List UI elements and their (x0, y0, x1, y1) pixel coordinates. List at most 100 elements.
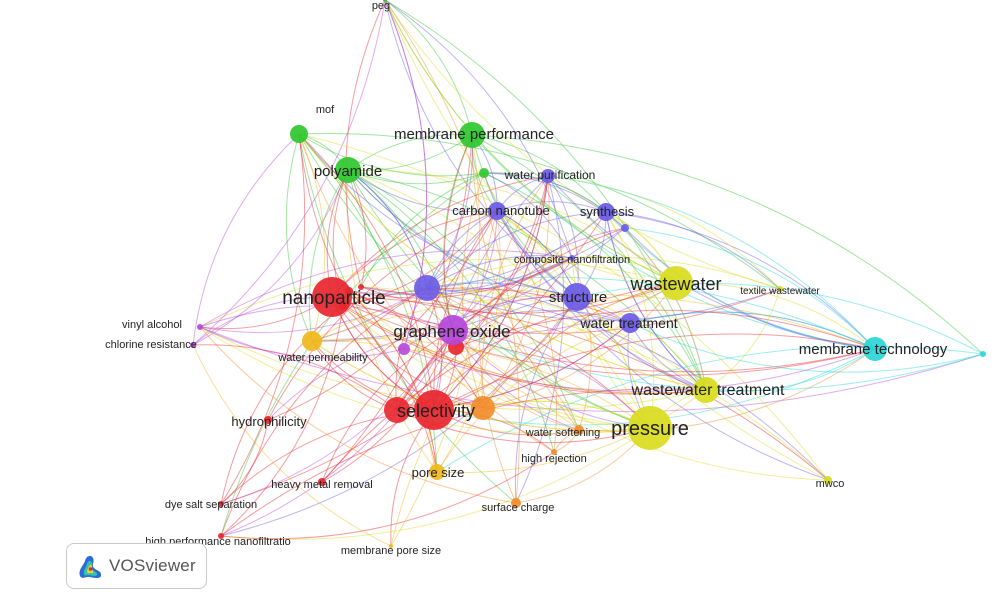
node-membrane-pore-size[interactable] (389, 544, 393, 548)
node-water-purification[interactable] (541, 169, 555, 183)
node-graphene-oxide[interactable] (438, 315, 468, 345)
label-membrane-performance: membrane performance (394, 126, 554, 143)
link-line (347, 169, 498, 213)
node-dye-salt-separation[interactable] (218, 501, 224, 507)
node-circles[interactable] (190, 0, 986, 548)
link-line (436, 210, 501, 473)
link-line (220, 451, 555, 540)
link-line (496, 210, 677, 284)
link-line (629, 311, 876, 350)
node-chlorine-resistance[interactable] (190, 342, 196, 348)
node-selectivity[interactable] (414, 390, 454, 430)
link-line (347, 169, 707, 391)
node-mwco[interactable] (824, 476, 832, 484)
link-line (347, 169, 454, 331)
node-carbon-nanotube[interactable] (488, 202, 506, 220)
node-mof[interactable] (290, 125, 308, 143)
link-line (311, 340, 651, 431)
node-water-softening[interactable] (574, 425, 584, 435)
link-lines (192, 0, 984, 547)
link-line (321, 282, 677, 483)
node-pressure[interactable] (628, 406, 672, 450)
link-line (347, 169, 651, 429)
link-line (436, 345, 984, 473)
node-heavy-metal-removal[interactable] (318, 478, 326, 486)
link-line (331, 296, 484, 409)
node-wastewater[interactable] (659, 266, 693, 300)
node-water-permeability[interactable] (302, 331, 322, 351)
link-line (342, 210, 498, 307)
link-line (199, 326, 405, 359)
link-line (220, 305, 344, 537)
link-line (384, 0, 428, 350)
node-wastewater-treatment[interactable] (693, 377, 719, 403)
node-circle[interactable] (384, 397, 410, 423)
node-textile-wastewater[interactable] (777, 286, 783, 292)
label-synthesis: synthesis (580, 204, 635, 219)
link-line (347, 169, 578, 298)
node-membrane-technology[interactable] (863, 337, 887, 361)
node-circle[interactable] (479, 168, 489, 178)
node-polyamide[interactable] (335, 157, 361, 183)
link-line (433, 175, 549, 411)
node-high-performance-nanofiltratio[interactable] (218, 533, 224, 539)
link-line (347, 169, 631, 324)
link-line (452, 329, 651, 429)
link-line (384, 0, 520, 504)
link-line (347, 134, 473, 171)
node-structure[interactable] (563, 283, 591, 311)
link-line (298, 133, 829, 481)
link-line (348, 290, 651, 429)
node-composite-nanofiltration[interactable] (569, 255, 575, 261)
node-nanoparticle[interactable] (312, 277, 352, 317)
link-line (547, 175, 579, 298)
link-line (348, 290, 438, 473)
link-line (199, 258, 677, 328)
link-line (426, 287, 829, 481)
node-circle[interactable] (398, 343, 410, 355)
link-line (348, 290, 484, 409)
link-line (547, 175, 781, 290)
label-textile-wastewater: textile wastewater (740, 286, 820, 297)
node-circle[interactable] (621, 224, 629, 232)
node-water-treatment[interactable] (620, 313, 640, 333)
link-line (384, 0, 829, 481)
node-circle[interactable] (471, 396, 495, 420)
link-line (192, 0, 386, 346)
label-pore-size: pore size (412, 465, 465, 480)
label-wastewater-treatment: wastewater treatment (631, 382, 786, 399)
node-hydrophilicity[interactable] (264, 416, 272, 424)
link-line (285, 133, 313, 342)
node-circle[interactable] (358, 284, 364, 290)
link-line (471, 134, 707, 391)
link-line (482, 282, 677, 409)
link-line (403, 282, 677, 353)
link-line (471, 134, 607, 213)
node-high-rejection[interactable] (551, 449, 557, 455)
link-line (403, 296, 578, 350)
node-circle[interactable] (414, 275, 440, 301)
link-line (396, 257, 573, 411)
link-line (220, 419, 269, 505)
vosviewer-logo-text: VOSviewer (109, 556, 196, 575)
link-line (452, 282, 677, 334)
link-line (629, 311, 876, 350)
link-line (426, 282, 631, 324)
link-line (321, 134, 473, 483)
node-circle[interactable] (980, 351, 986, 357)
node-peg[interactable] (383, 0, 387, 2)
link-line (403, 348, 876, 392)
node-surface-charge[interactable] (511, 498, 521, 508)
link-line (496, 210, 707, 391)
node-vinyl-alcohol[interactable] (197, 324, 203, 330)
node-membrane-performance[interactable] (459, 122, 485, 148)
link-line (199, 326, 984, 413)
link-line (220, 287, 428, 537)
label-surface-charge: surface charge (482, 502, 555, 514)
link-line (298, 133, 707, 391)
link-line (576, 282, 984, 355)
label-hydrophilicity: hydrophilicity (231, 414, 307, 429)
node-synthesis[interactable] (597, 203, 615, 221)
node-pore-size[interactable] (429, 464, 445, 480)
